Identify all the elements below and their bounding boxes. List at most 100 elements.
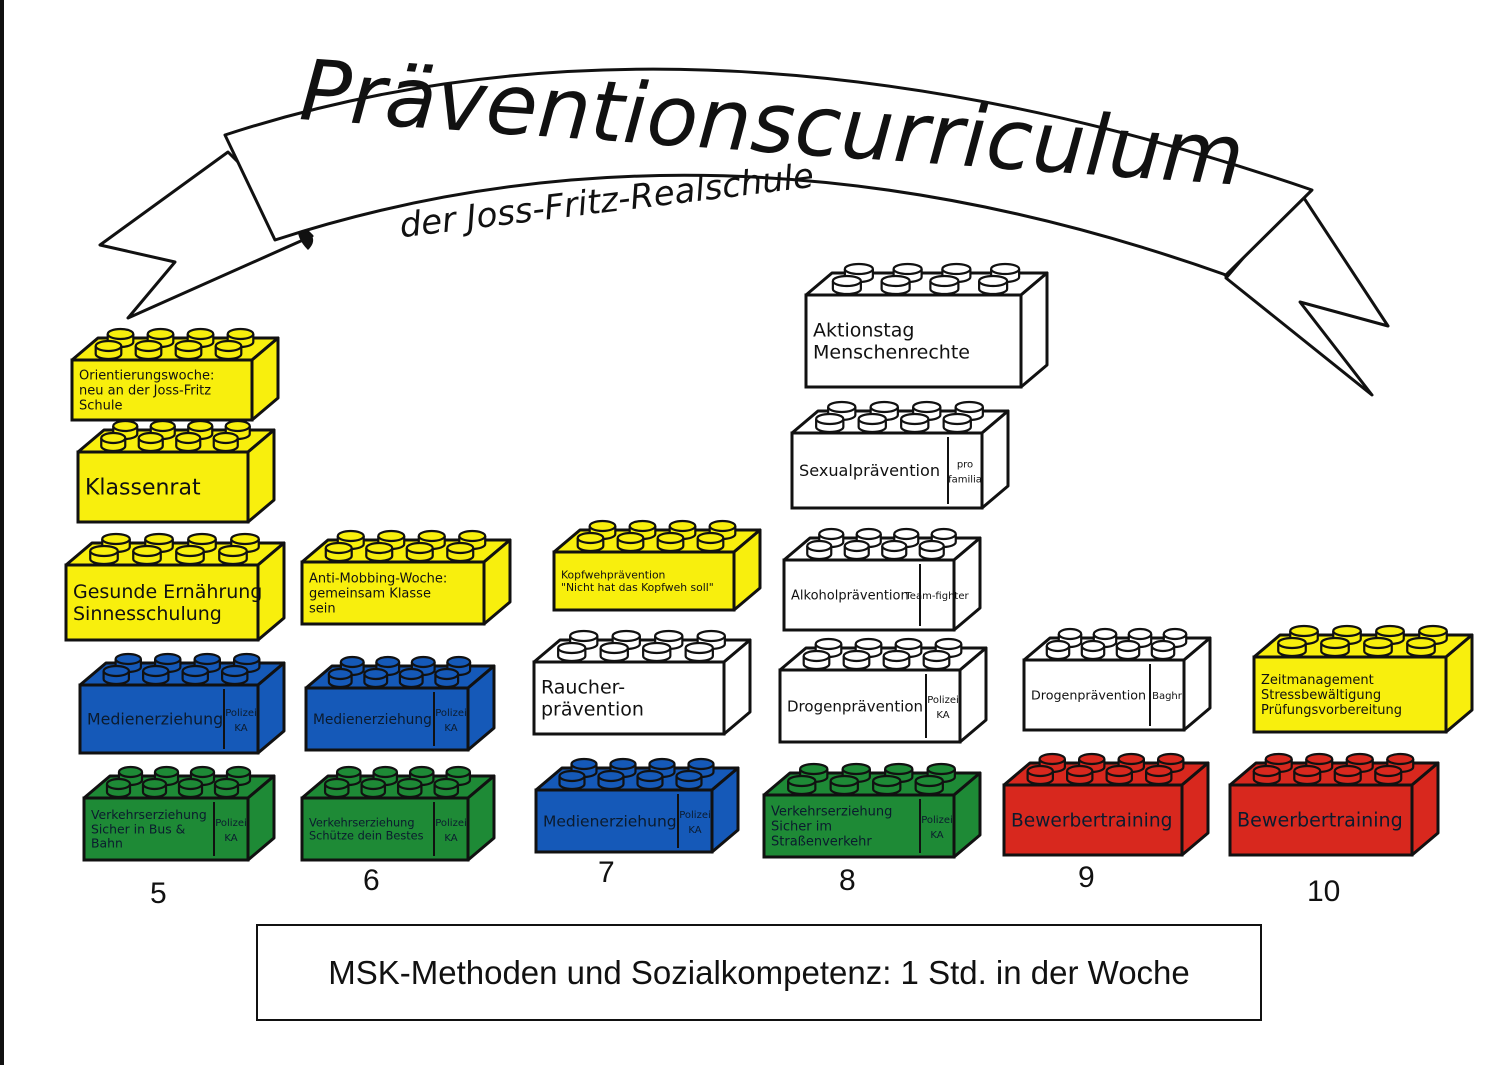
stud [934,637,963,651]
stud [142,664,170,678]
stud [872,774,902,788]
stud [323,777,350,791]
brick-label-line: Alkoholprävention [791,589,909,604]
stud [101,532,131,546]
stud [221,664,249,678]
brick-tag-text: Polizei [435,708,467,719]
brick-tag-text: KA [234,723,247,734]
stud [696,629,726,643]
brick-front-face [552,550,736,612]
stud [1264,752,1293,766]
brick-label-line: Anti-Mobbing-Woche: [309,572,447,587]
brick-front-face [300,796,470,862]
stud [1127,627,1153,641]
brick-tag-text: KA [444,833,457,844]
stud [1115,639,1141,653]
brick-tag-text: Team-fighter [904,591,969,602]
stud [214,339,243,353]
brick-grade-5-2: Klassenrat [76,419,276,524]
stud [1277,636,1307,650]
stud [930,527,957,541]
brick-label-line: Drogenprävention [1031,687,1146,702]
brick-tag-text: Polizei [225,708,257,719]
stud [642,641,672,655]
stud [854,637,883,651]
stud [922,649,951,663]
grade-label-8: 8 [839,864,856,897]
brick-tag-text: KA [936,710,949,721]
stud [181,664,209,678]
brick-label-line: Klassenrat [85,476,201,501]
brick-label-line: Verkehrserziehung [771,805,892,820]
stud [187,532,217,546]
stud [668,519,697,533]
stud [146,327,175,341]
stud [1080,639,1106,653]
brick-label-line: neu an der Joss-Fritz [79,384,211,399]
stud [100,431,127,445]
stud [114,652,142,666]
stud [445,765,472,779]
brick-label-line: Zeitmanagement [1261,673,1374,688]
grade-label-9: 9 [1078,861,1095,894]
grade-label-7: 7 [598,856,615,889]
stud [233,652,261,666]
stud [94,339,123,353]
stud [141,777,168,791]
stud [434,667,460,681]
stud [1162,627,1188,641]
brick-label-line: Verkehrserziehung [309,816,415,829]
stud [1038,752,1066,766]
brick-label-line: Raucher- [541,677,625,699]
stud [1157,752,1185,766]
stud [814,637,843,651]
stud [1078,752,1106,766]
brick-front-face [70,358,254,422]
stud [193,652,221,666]
stud [799,762,829,776]
stud [829,774,859,788]
brick-label-line: Medienerziehung [543,812,677,830]
stud [360,777,387,791]
brick-label-line: Schütze dein Bestes [309,829,424,842]
brick-front-face [76,450,250,524]
brick-front-face [1228,783,1414,857]
stud [954,400,984,414]
brick-label-line: Bahn [91,836,123,851]
stud [1289,624,1319,638]
brick-columns: Orientierungswoche:neu an der Joss-Fritz… [64,262,1474,862]
stud [894,637,923,651]
stud [696,531,725,545]
stud [327,667,353,681]
brick-front-face [534,788,714,854]
grade-label-5: 5 [150,877,167,910]
brick-front-face [1252,655,1448,734]
stud [1320,636,1350,650]
brick-label-line: Orientierungswoche: [79,369,214,384]
brick-label-line: Aktionstag [813,320,914,342]
brick-tag-text: KA [224,833,237,844]
brick-label-line: Drogenprävention [787,697,923,715]
brick-grade-7-2: Raucher-prävention [532,629,752,736]
stud [175,544,205,558]
brick-label-line: Sicher im [771,820,832,835]
brick-front-face [82,796,250,862]
stud [569,629,599,643]
brick-grade-10-2: Bewerbertraining [1228,752,1440,857]
stud [616,531,645,545]
stud [882,649,911,663]
stud [880,274,911,288]
stud [1406,636,1436,650]
stud [410,655,436,669]
stud [827,400,857,414]
brick-label-line: prävention [541,699,644,721]
stud [225,765,252,779]
stud [843,262,874,276]
stud [918,539,945,553]
